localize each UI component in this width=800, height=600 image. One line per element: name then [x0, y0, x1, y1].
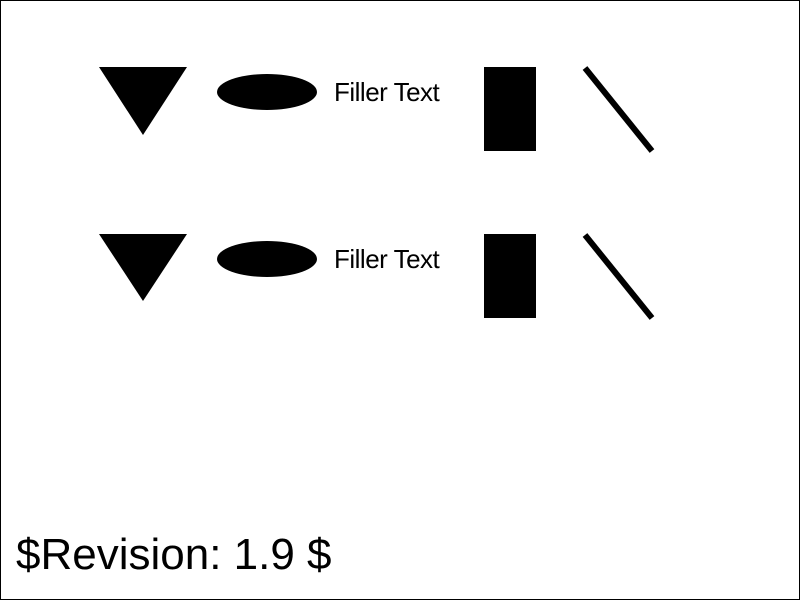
- filler-text: Filler Text: [334, 77, 441, 107]
- down-triangle-shape: [99, 67, 187, 135]
- shape-row-2: Filler Text: [99, 233, 655, 320]
- revision-label: $Revision: 1.9 $: [16, 530, 332, 579]
- diagonal-line-shape: [582, 66, 655, 153]
- down-triangle-shape: [99, 234, 187, 301]
- filler-text: Filler Text: [334, 244, 441, 274]
- rectangle-shape: [484, 67, 536, 151]
- ellipse-shape: [217, 74, 317, 110]
- diagonal-line-shape: [582, 233, 655, 320]
- ellipse-shape: [217, 241, 317, 277]
- rectangle-shape: [484, 234, 536, 318]
- shape-row-1: Filler Text: [99, 66, 655, 153]
